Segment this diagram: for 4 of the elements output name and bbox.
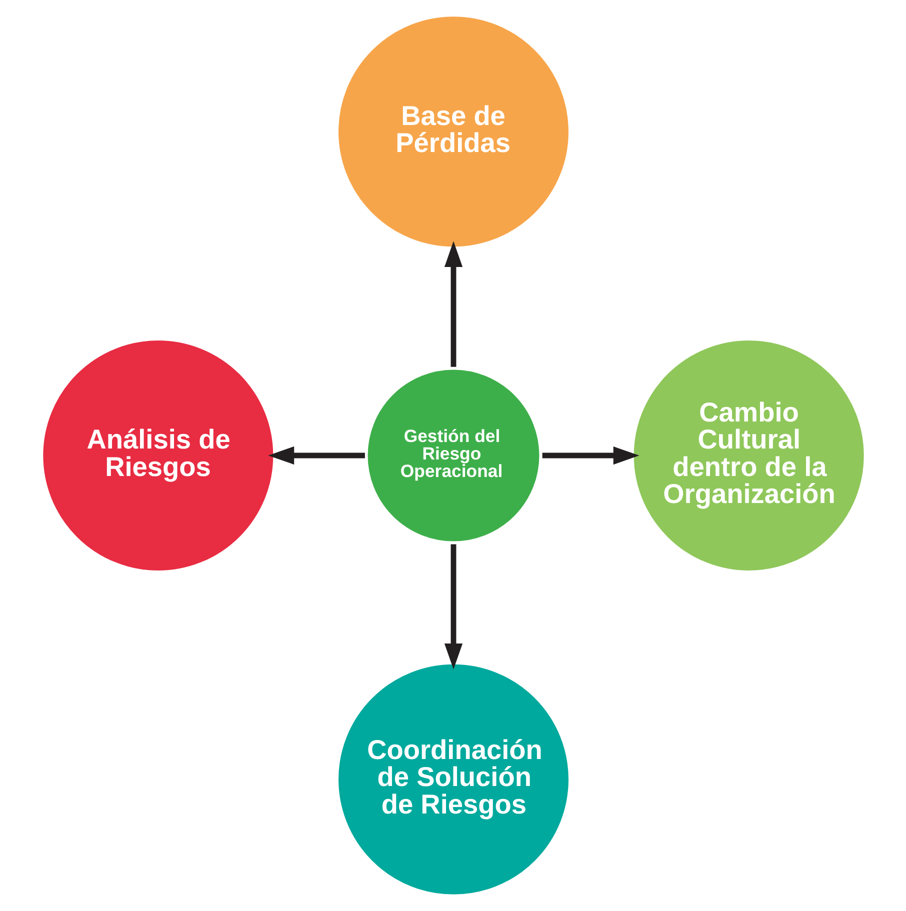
arrow — [444, 241, 462, 367]
arrow — [444, 544, 462, 670]
arrow — [542, 446, 639, 465]
arrow — [268, 446, 364, 465]
